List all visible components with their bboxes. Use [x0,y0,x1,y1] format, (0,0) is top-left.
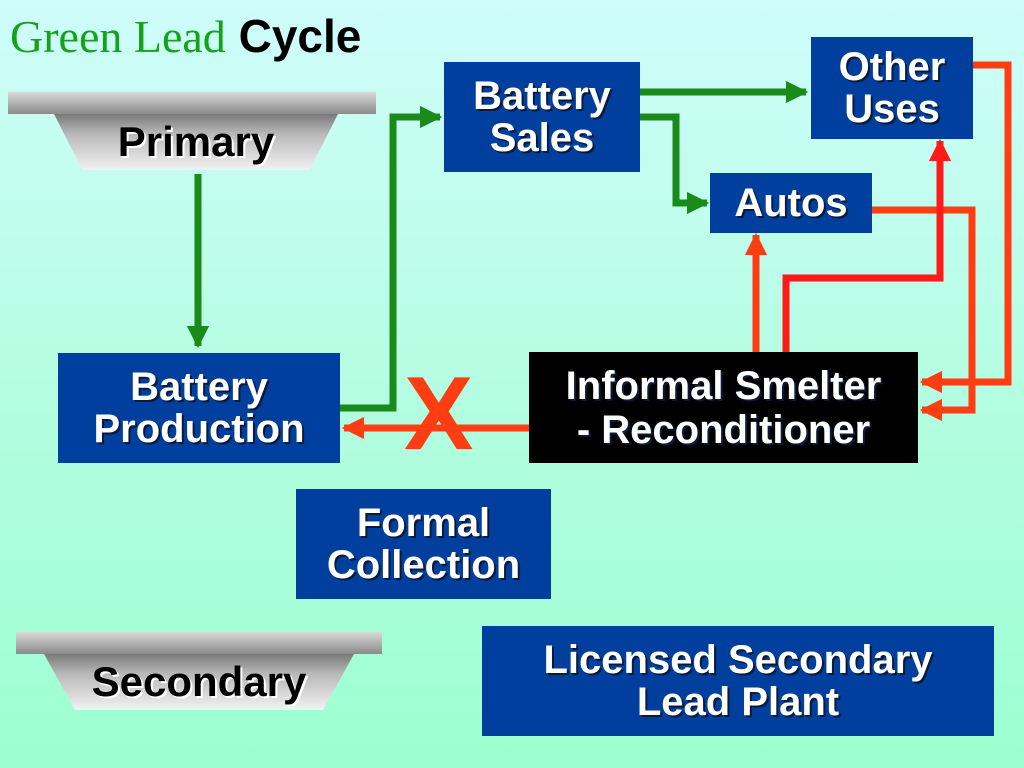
primary-tier-label: Primary [54,114,338,170]
other-uses-label: Other Uses [838,45,946,131]
secondary-tier: Secondary [16,632,382,712]
blocked-flow-x-mark: X [404,356,474,472]
battery-production-box: Battery Production [58,353,340,463]
title-part-green: Green Lead [10,11,226,62]
arrow-autos-to-informal [872,206,976,422]
primary-tier-bar [8,92,376,114]
informal-smelter-box: Informal Smelter - Reconditioner [529,352,918,463]
arrow-sales-to-autos [640,113,710,215]
licensed-plant-box: Licensed Secondary Lead Plant [482,626,994,736]
autos-box: Autos [710,173,872,233]
formal-collection-box: Formal Collection [296,489,551,599]
formal-collection-label: Formal Collection [326,501,521,587]
primary-tier: Primary [8,92,376,172]
secondary-tier-bar [16,632,382,654]
page-title: Green Lead Cycle [10,8,361,65]
battery-sales-box: Battery Sales [444,62,640,172]
other-uses-box: Other Uses [811,37,973,139]
arrow-informal-to-other [782,138,952,352]
licensed-plant-label: Licensed Secondary Lead Plant [543,638,933,724]
autos-label: Autos [734,181,848,225]
arrow-production-to-sales [340,105,443,412]
secondary-tier-label: Secondary [44,654,354,710]
battery-sales-label: Battery Sales [473,74,611,160]
title-part-cycle: Cycle [238,10,362,62]
arrow-other-to-informal [919,61,1012,394]
battery-production-label: Battery Production [93,365,305,451]
informal-smelter-label: Informal Smelter - Reconditioner [565,363,882,452]
